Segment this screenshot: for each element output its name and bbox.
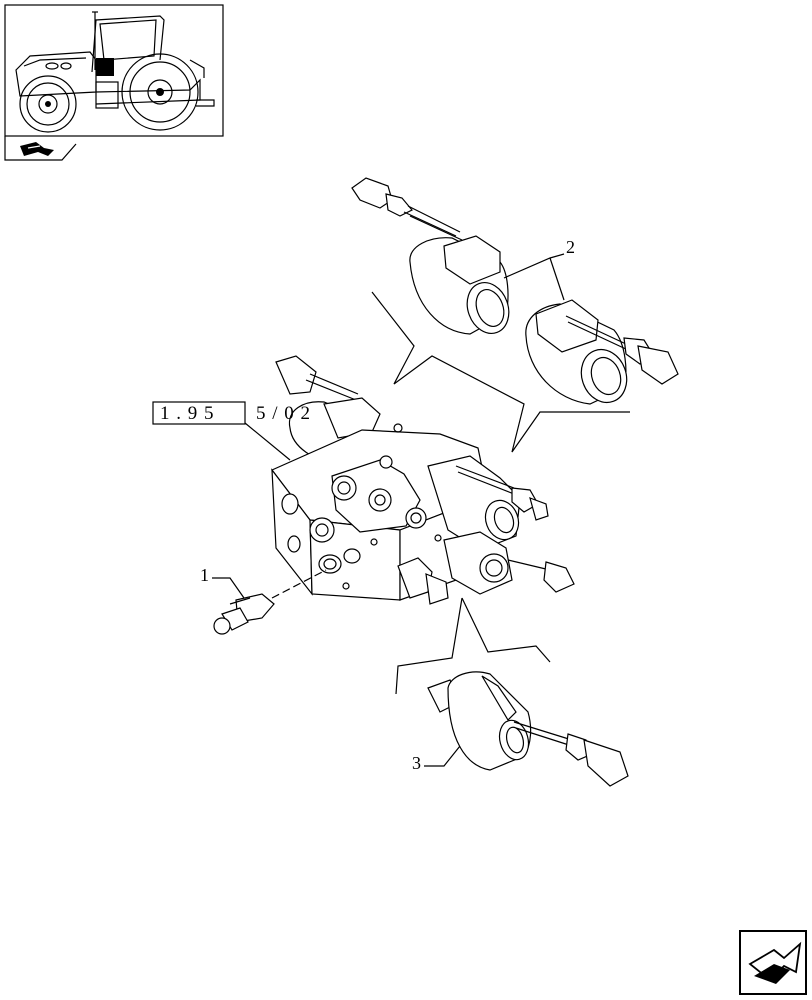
tractor-locator-icon bbox=[15, 11, 215, 133]
corner-tab bbox=[4, 136, 77, 161]
callout-3-label: 3 bbox=[412, 753, 421, 773]
callout-2-label: 2 bbox=[566, 237, 575, 257]
callout-3: 3 bbox=[412, 745, 461, 773]
solenoid-coil-lower bbox=[525, 299, 679, 405]
hydraulic-valve-block bbox=[271, 355, 575, 605]
next-page-arrow-icon bbox=[748, 941, 802, 984]
cartridge-solenoid bbox=[427, 671, 629, 787]
reference-box-text: 1 . 9 5 bbox=[160, 403, 215, 424]
reference-suffix-text: 5 / 0 2 bbox=[256, 403, 311, 424]
callout-2: 2 bbox=[566, 237, 575, 257]
pressure-sensor bbox=[213, 593, 275, 635]
tractor-locator-thumbnail bbox=[4, 4, 224, 137]
callout-1: 1 bbox=[200, 565, 245, 599]
solenoid-coil-upper bbox=[351, 177, 510, 335]
next-page-button[interactable] bbox=[739, 930, 807, 995]
callout-1-label: 1 bbox=[200, 565, 209, 585]
reference-label: 1 . 9 5 5 / 0 2 bbox=[152, 401, 311, 461]
wrench-arrow-icon bbox=[20, 142, 54, 156]
